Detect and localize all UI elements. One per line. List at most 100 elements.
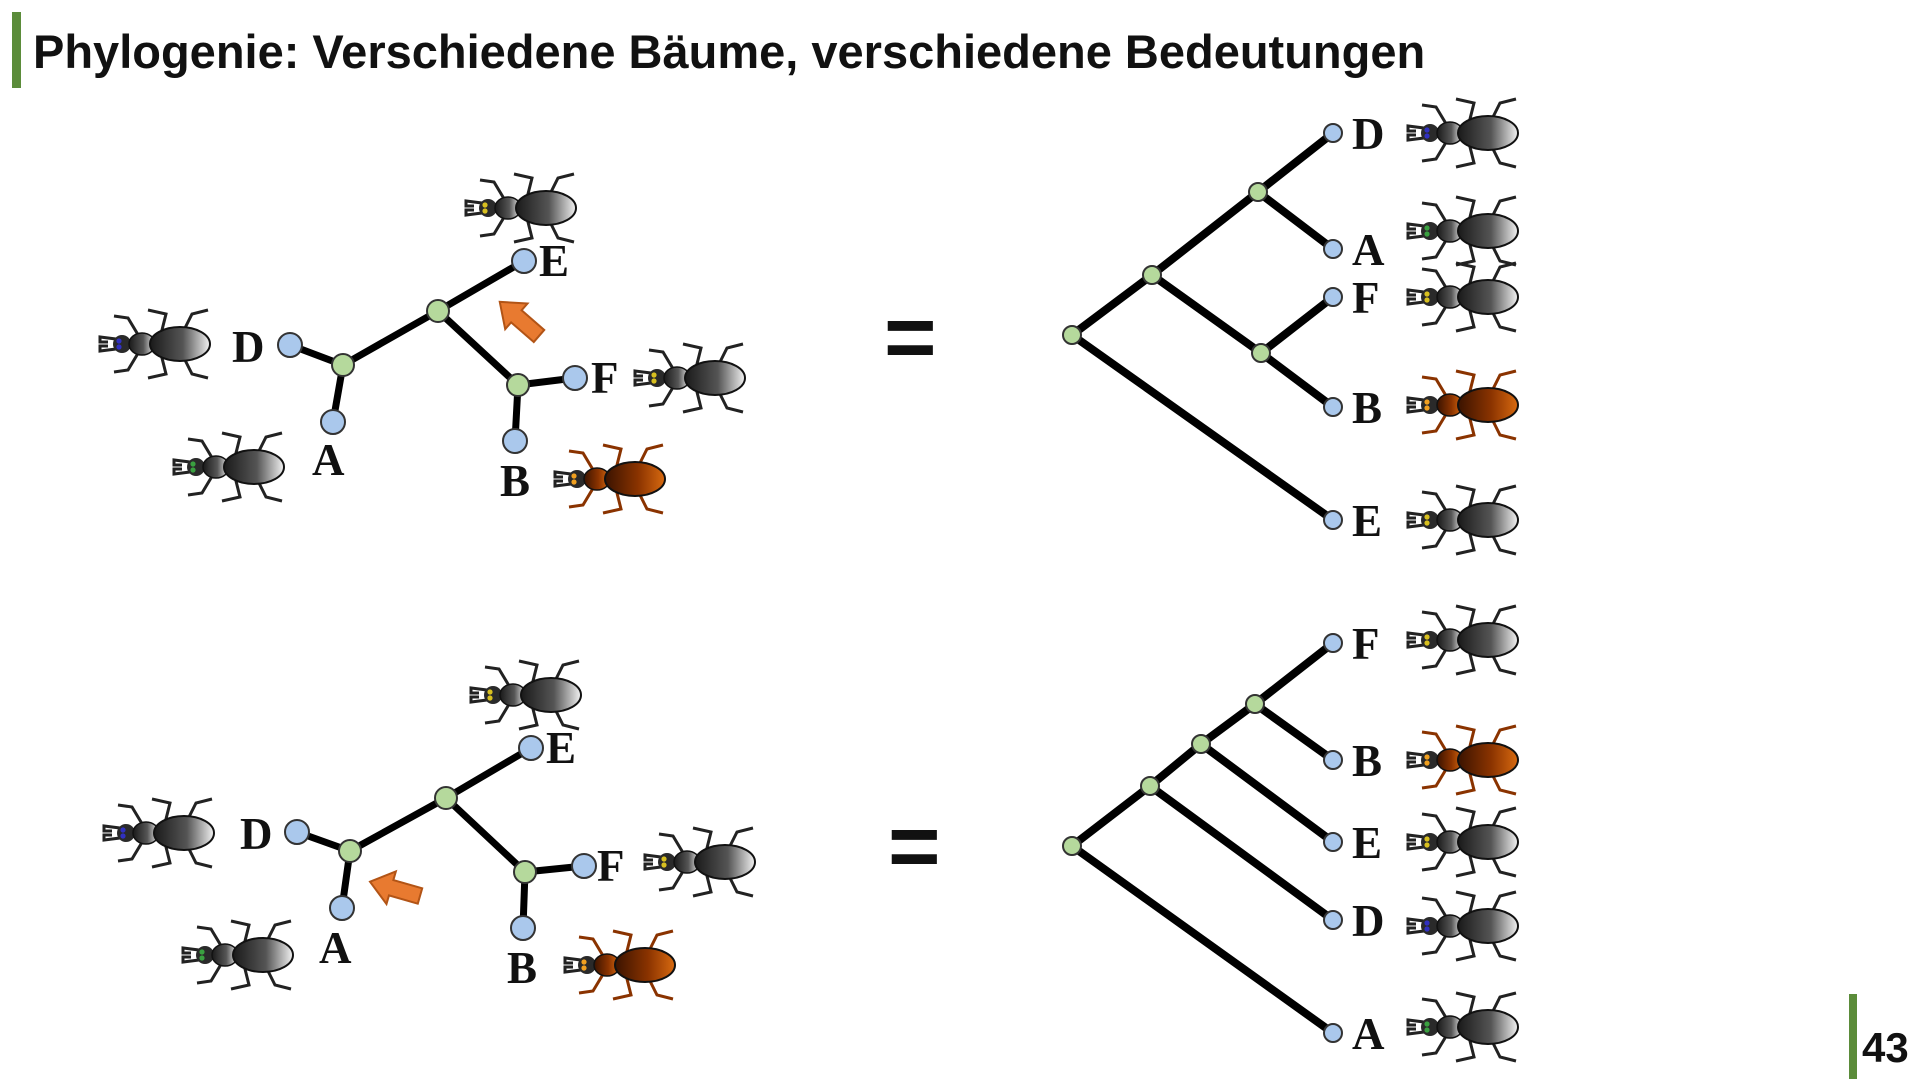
equals-sign: =	[884, 288, 937, 388]
beetle-icon	[181, 919, 294, 991]
beetle-antenna	[563, 956, 582, 965]
beetle-leg	[1421, 645, 1450, 670]
beetle-leg	[578, 970, 607, 995]
beetle-antenna	[1406, 917, 1425, 926]
beetle-abdomen	[1457, 279, 1519, 315]
tip-node	[1323, 910, 1343, 930]
beetle-abdomen	[684, 360, 746, 396]
branch	[346, 794, 450, 855]
beetle-abdomen	[604, 461, 666, 497]
beetle-abdomen	[232, 937, 294, 973]
beetle-antenna	[464, 208, 483, 217]
beetle-antenna	[1406, 926, 1425, 935]
beetle-antenna	[172, 458, 191, 467]
tip-label: D	[1352, 896, 1385, 946]
beetle-leg	[484, 700, 513, 725]
beetle-eye	[1424, 920, 1430, 926]
internal-node	[331, 353, 355, 377]
beetle-eye	[571, 473, 577, 479]
beetle-antenna	[1406, 760, 1425, 769]
beetle-antenna	[1406, 842, 1425, 851]
beetle-leg	[1421, 931, 1450, 956]
beetle-icon	[1406, 806, 1519, 878]
branch	[434, 257, 528, 315]
beetle-eye	[482, 202, 488, 208]
beetle-eye	[482, 208, 488, 214]
branch	[1251, 639, 1337, 708]
beetle-leg	[1421, 236, 1450, 261]
internal-node	[1140, 776, 1160, 796]
beetle-icon	[1406, 484, 1519, 556]
tip-node	[1323, 239, 1343, 259]
beetle-abdomen	[1457, 1009, 1519, 1045]
beetle-leg	[1421, 847, 1450, 872]
beetle-abdomen	[1457, 622, 1519, 658]
beetle-eye	[1424, 225, 1430, 231]
beetle-icon	[1406, 991, 1519, 1063]
internal-node	[1191, 734, 1211, 754]
beetle-leg	[187, 437, 216, 462]
tip-label: B	[1352, 383, 1382, 433]
beetle-eye	[190, 467, 196, 473]
beetle-icon	[633, 342, 746, 414]
beetle-icon	[553, 443, 666, 515]
beetle-leg	[1421, 765, 1450, 790]
beetle-antenna	[1406, 297, 1425, 306]
label-a: A	[312, 435, 345, 485]
beetle-eye	[199, 955, 205, 961]
branch	[434, 307, 522, 389]
tip-label: F	[1352, 273, 1380, 323]
beetle-icon	[1406, 97, 1519, 169]
label-f: F	[591, 353, 619, 403]
beetle-antenna	[464, 199, 483, 208]
beetle-icon	[469, 659, 582, 731]
beetle-leg	[1421, 997, 1450, 1022]
branch	[1068, 331, 1337, 524]
tip-label: B	[1352, 736, 1382, 786]
beetle-leg	[117, 803, 146, 828]
beetle-antenna	[553, 470, 572, 479]
beetle-eye	[581, 959, 587, 965]
branch	[1068, 271, 1156, 339]
beetle-eye	[1424, 514, 1430, 520]
beetle-icon	[98, 308, 211, 380]
tip-label: F	[1352, 619, 1380, 669]
beetle-leg	[1421, 267, 1450, 292]
beetle-antenna	[469, 686, 488, 695]
internal-node	[1251, 343, 1271, 363]
leaf-node-b	[502, 428, 528, 454]
beetle-leg	[1421, 730, 1450, 755]
label-b: B	[507, 943, 537, 993]
beetle-antenna	[1406, 288, 1425, 297]
beetle-abdomen	[149, 326, 211, 362]
beetle-abdomen	[1457, 502, 1519, 538]
label-e: E	[539, 236, 569, 286]
beetle-antenna	[102, 824, 121, 833]
beetle-leg	[658, 832, 687, 857]
leaf-node-f	[562, 365, 588, 391]
beetle-eye	[1424, 836, 1430, 842]
branch	[1257, 349, 1337, 411]
tip-node	[1323, 287, 1343, 307]
beetle-leg	[117, 838, 146, 863]
beetle-eye	[1424, 399, 1430, 405]
beetle-leg	[658, 867, 687, 892]
beetle-antenna	[633, 378, 652, 387]
tip-label: A	[1352, 1009, 1385, 1059]
internal-node	[338, 839, 362, 863]
beetle-icon	[643, 826, 756, 898]
beetle-eye	[1424, 133, 1430, 139]
internal-node	[426, 299, 450, 323]
upper-unrooted-tree: D A E F B	[232, 236, 619, 506]
beetle-eye	[1424, 1021, 1430, 1027]
beetle-eye	[120, 833, 126, 839]
beetle-antenna	[1406, 222, 1425, 231]
beetle-leg	[1421, 302, 1450, 327]
tip-node	[1323, 832, 1343, 852]
label-d: D	[240, 809, 273, 859]
beetle-eye	[487, 695, 493, 701]
beetle-icons	[98, 97, 1519, 1063]
beetle-icon	[1406, 369, 1519, 441]
beetle-antenna	[563, 965, 582, 974]
